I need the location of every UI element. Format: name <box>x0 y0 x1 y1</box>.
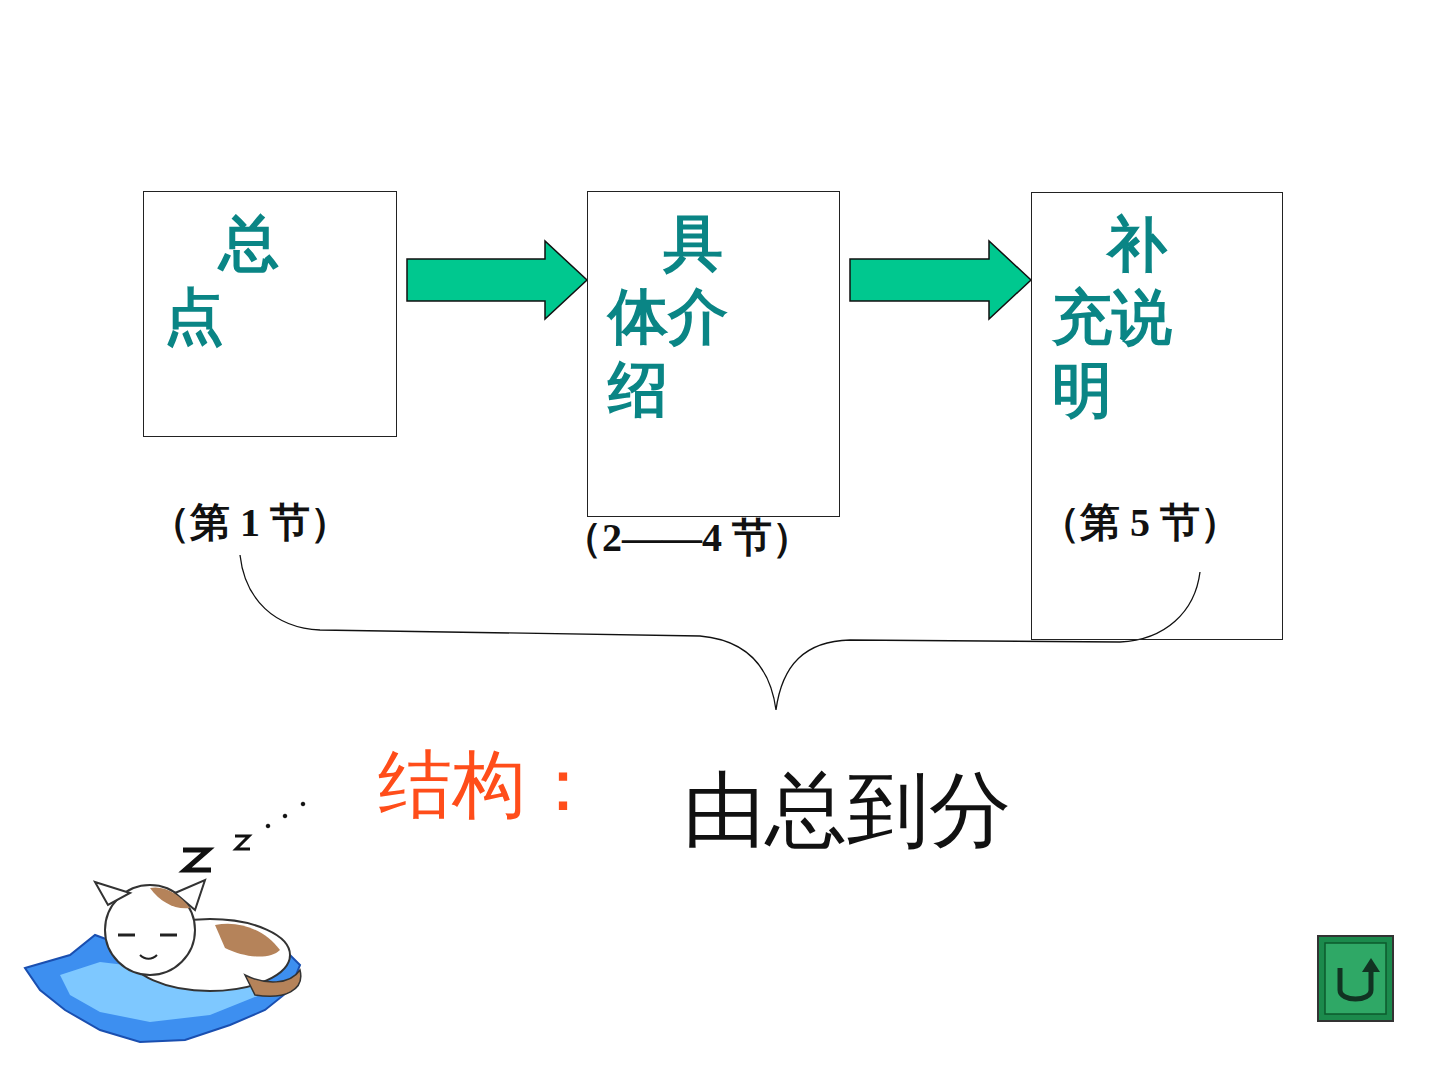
section-range: （2——4 节） <box>562 510 812 565</box>
structure-value: 由总到分 <box>683 756 1011 866</box>
section-box: 补充说明 <box>1031 192 1283 640</box>
box-title: 具体介绍 <box>608 207 758 427</box>
structure-heading: 结构： <box>378 736 600 836</box>
box-title: 补充说明 <box>1052 208 1202 428</box>
section-range: （第 5 节） <box>1040 495 1240 550</box>
grouping-brace <box>240 555 1200 710</box>
section-box: 总点 <box>143 191 397 437</box>
section-box: 具体介绍 <box>587 191 840 517</box>
block-arrow <box>850 241 1031 319</box>
back-button <box>1318 936 1393 1021</box>
block-arrow <box>407 241 587 319</box>
box-title: 总点 <box>164 207 314 353</box>
sleep-symbol <box>183 802 305 870</box>
sleeping-cat <box>25 880 301 1042</box>
section-range: （第 1 节） <box>150 495 350 550</box>
